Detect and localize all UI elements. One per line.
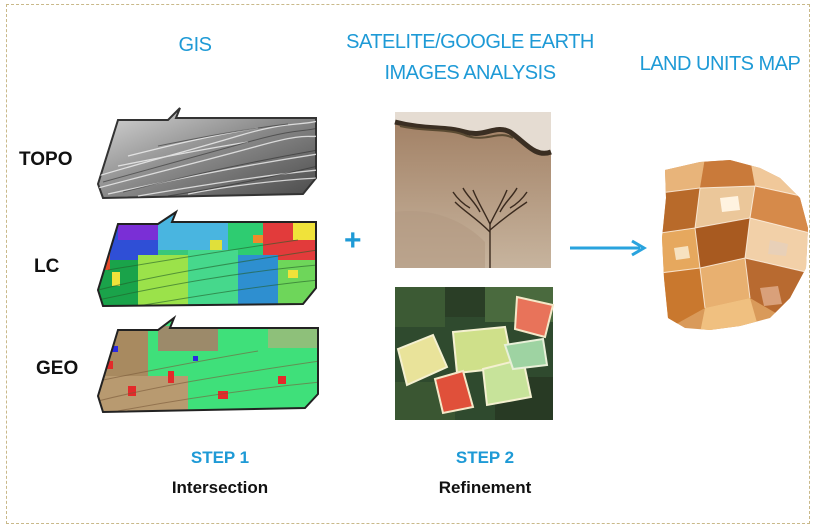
step1-subtitle: Intersection xyxy=(171,478,269,497)
layer-label-topo: TOPO xyxy=(19,149,73,170)
topo-layer-image xyxy=(96,107,317,200)
satellite-image-river xyxy=(394,112,552,268)
satellite-image-fields xyxy=(395,287,555,420)
dashed-frame xyxy=(6,4,810,524)
plus-operator: + xyxy=(344,224,362,257)
step1-title: STEP 1 xyxy=(190,448,250,467)
layer-label-geo: GEO xyxy=(36,358,79,379)
land-units-map-image xyxy=(662,160,808,330)
layer-label-lc: LC xyxy=(34,256,60,277)
step2-subtitle: Refinement xyxy=(438,478,532,497)
step2-title: STEP 2 xyxy=(455,448,515,467)
arrow-right-icon xyxy=(570,239,647,257)
geo-layer-image xyxy=(96,315,319,414)
header-satellite-line1: SATELITE/GOOGLE EARTH xyxy=(346,31,594,53)
header-satellite-line2: IMAGES ANALYSIS xyxy=(384,62,556,84)
header-land-units-map: LAND UNITS MAP xyxy=(639,53,801,75)
header-gis: GIS xyxy=(178,34,212,56)
lc-layer-image xyxy=(96,209,317,308)
